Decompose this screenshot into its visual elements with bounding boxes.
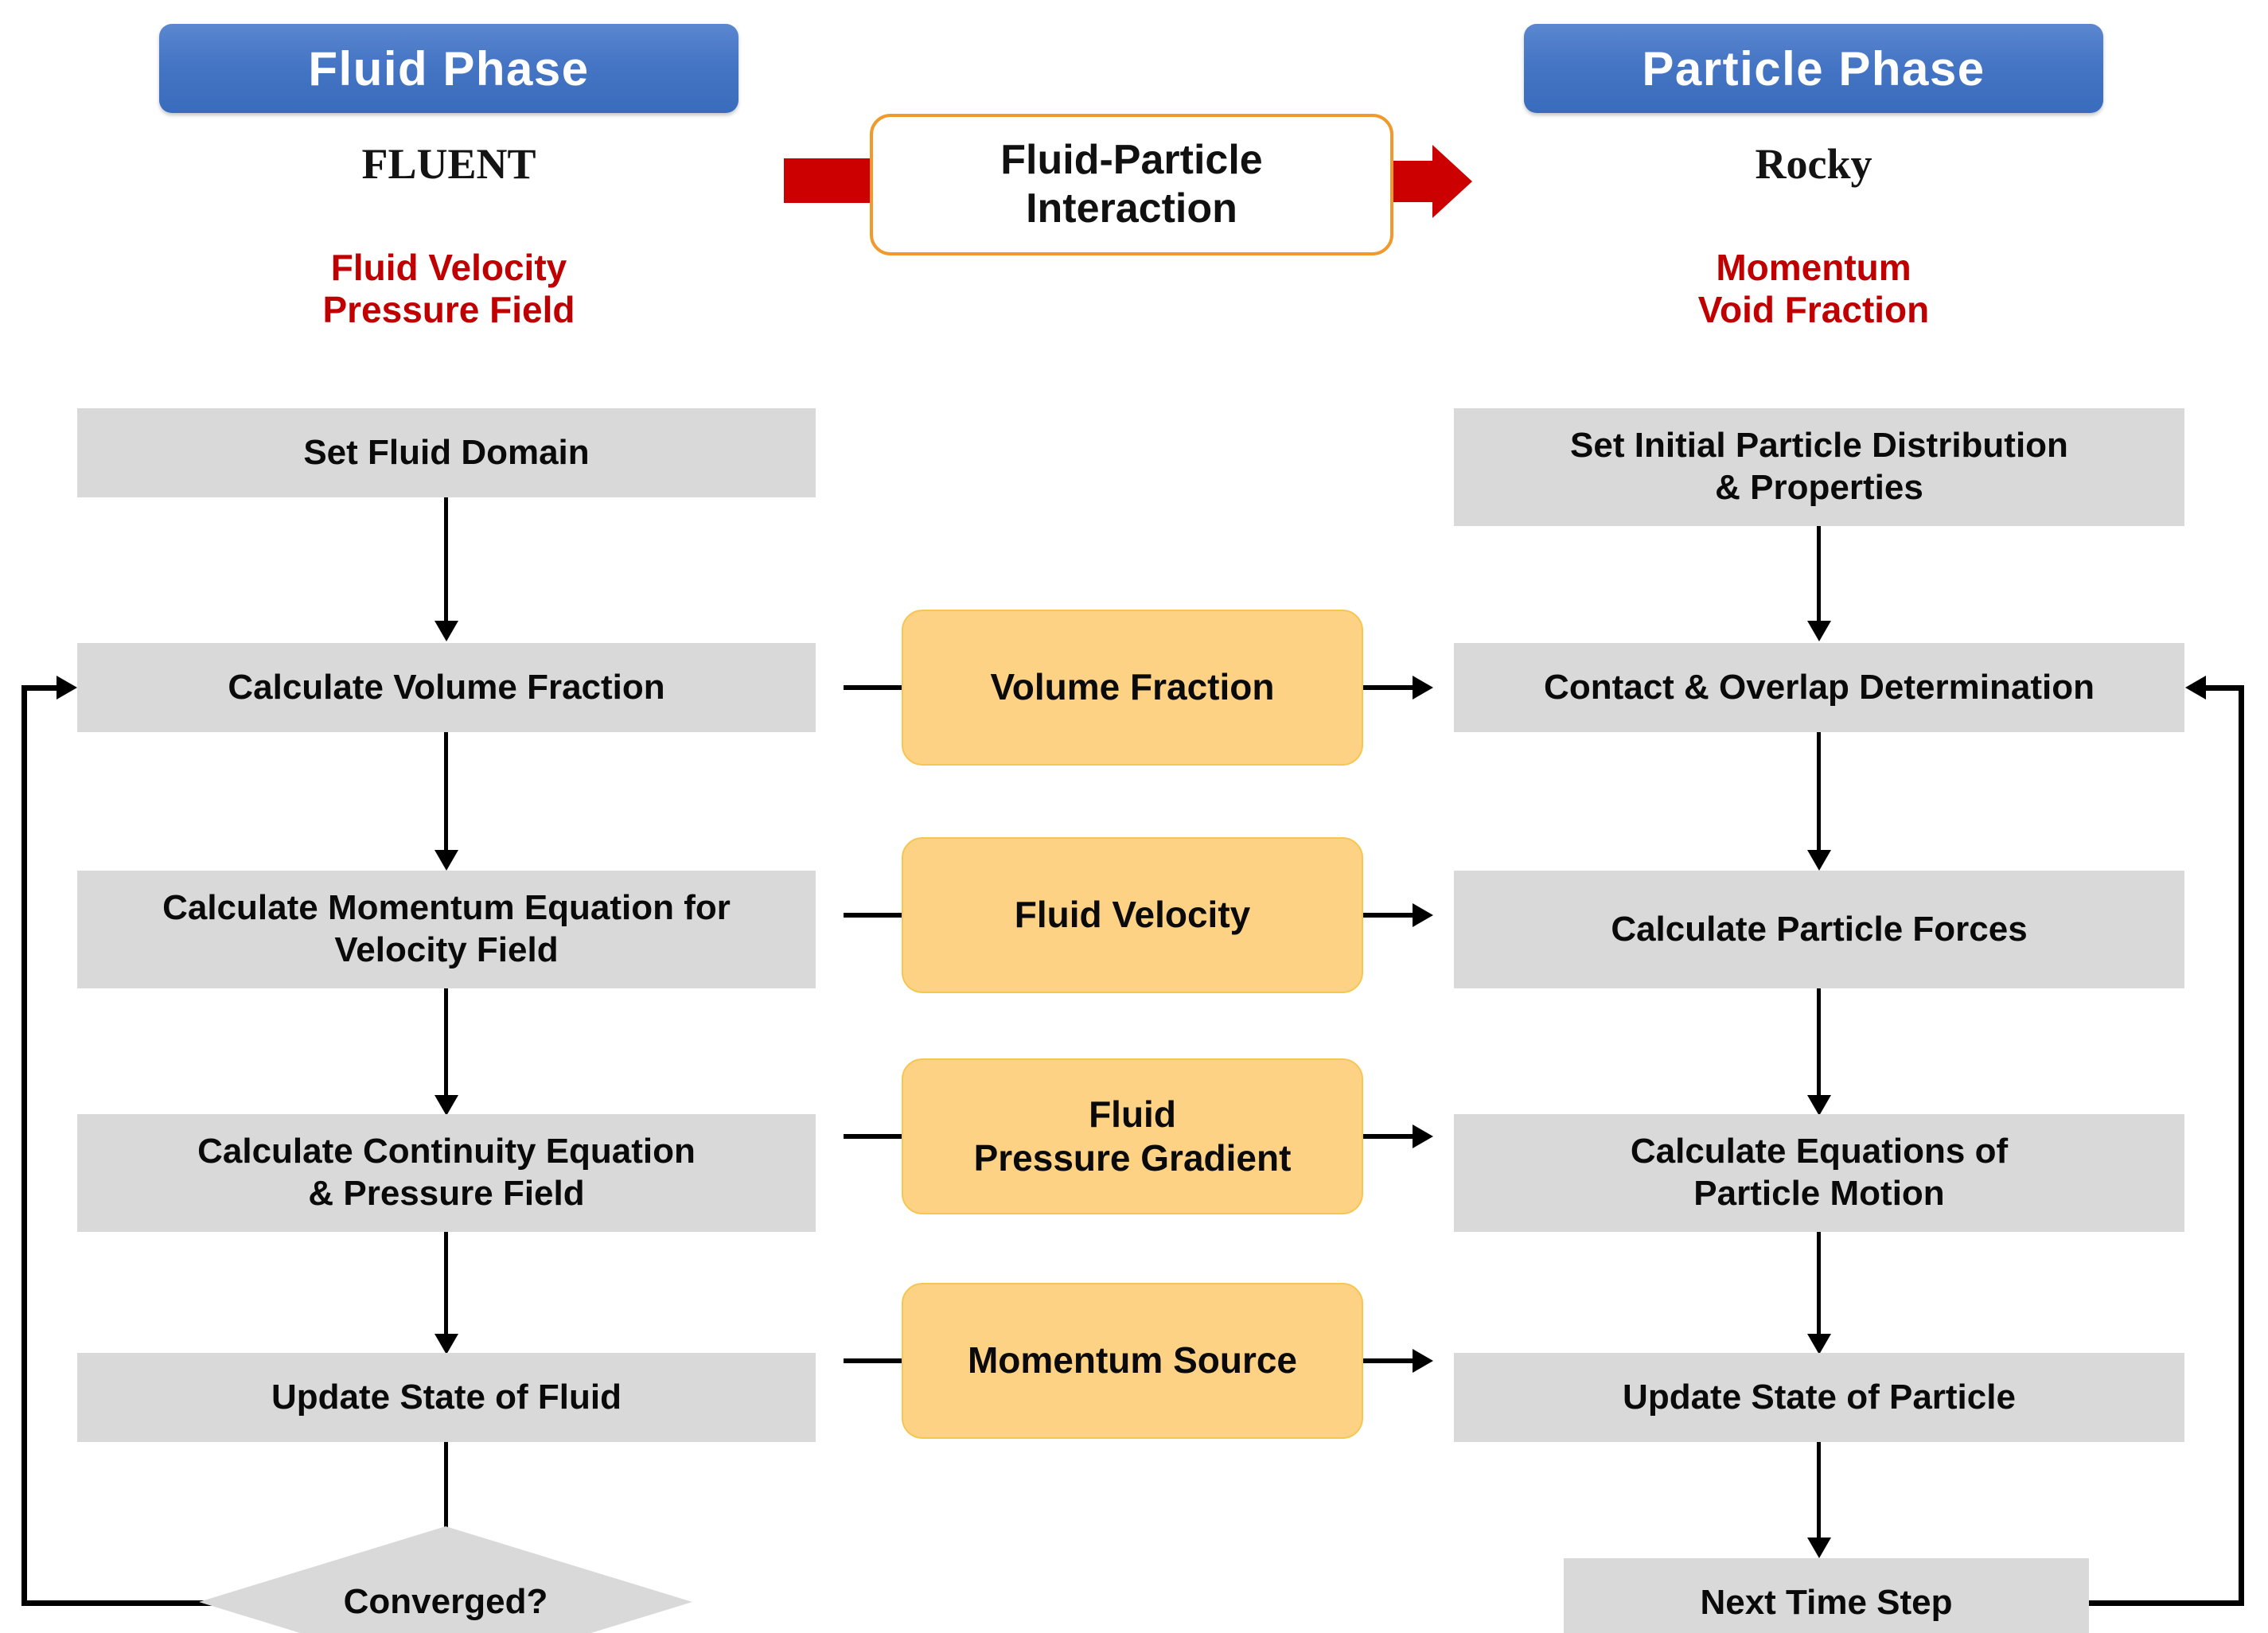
coupling-item-fluid-pressure-gradient: Fluid Pressure Gradient (902, 1058, 1363, 1214)
fluid-output-pressure: Pressure Field (322, 289, 575, 331)
decision-label: Converged? (343, 1582, 548, 1621)
fluid-feedback-vertical-segment (21, 686, 27, 1603)
coupling-inlet-line-momentum-source (844, 1358, 904, 1363)
fluid-step-calculate-momentum-equation: Calculate Momentum Equation for Velocity… (77, 871, 816, 988)
particle-step-calculate-particle-forces: Calculate Particle Forces (1454, 871, 2184, 988)
particle-connector-3 (1817, 988, 1821, 1098)
coupling-label: Volume Fraction (990, 666, 1275, 708)
particle-connector-4-arrowhead (1807, 1334, 1831, 1354)
coupling-outlet-arrowhead-fluid-pressure-gradient (1413, 1124, 1433, 1148)
particle-phase-header-pill: Particle Phase (1524, 24, 2103, 113)
step-label: Calculate Particle Forces (1611, 909, 2028, 949)
step-label: Set Fluid Domain (303, 432, 590, 472)
coupling-item-momentum-source: Momentum Source (902, 1283, 1363, 1439)
coupling-outlet-line-fluid-velocity (1363, 913, 1416, 918)
interaction-label-line1: Fluid-Particle (1000, 136, 1263, 183)
particle-feedback-bottom-segment (2089, 1600, 2244, 1606)
step-label: Contact & Overlap Determination (1544, 667, 2095, 707)
fluid-step-set-fluid-domain: Set Fluid Domain (77, 408, 816, 497)
particle-connector-2-arrowhead (1807, 850, 1831, 871)
particle-step-next-time-step: Next Time Step (1564, 1558, 2089, 1633)
particle-feedback-top-segment (2206, 685, 2244, 691)
coupling-outlet-arrowhead-momentum-source (1413, 1349, 1433, 1373)
coupling-item-fluid-velocity: Fluid Velocity (902, 837, 1363, 993)
particle-step-set-initial-particle-distribution: Set Initial Particle Distribution & Prop… (1454, 408, 2184, 526)
step-label-line1: Calculate Continuity Equation (197, 1132, 696, 1171)
fluid-connector-2 (444, 732, 448, 853)
interaction-label-line2: Interaction (1026, 185, 1237, 232)
coupling-inlet-line-fluid-pressure-gradient (844, 1134, 904, 1139)
particle-connector-5-arrowhead (1807, 1538, 1831, 1558)
step-label-line2: & Pressure Field (308, 1174, 585, 1213)
particle-connector-3-arrowhead (1807, 1095, 1831, 1116)
particle-phase-label: Particle Phase (1642, 41, 1985, 95)
coupling-outlet-arrowhead-fluid-velocity (1413, 903, 1433, 927)
coupling-outlet-line-momentum-source (1363, 1358, 1416, 1363)
particle-connector-1 (1817, 526, 1821, 625)
fluid-feedback-top-segment (21, 685, 60, 691)
fluid-particle-interaction-box: Fluid-Particle Interaction (870, 114, 1393, 255)
coupling-label-line2: Pressure Gradient (973, 1137, 1292, 1179)
fluid-feedback-bottom-segment (21, 1600, 251, 1606)
fluid-feedback-arrowhead (57, 676, 77, 700)
fluid-connector-1-arrowhead (435, 621, 458, 641)
coupling-label-line1: Fluid (1089, 1093, 1176, 1135)
particle-step-calculate-equations-of-particle-motion: Calculate Equations of Particle Motion (1454, 1114, 2184, 1232)
particle-output-void-fraction: Void Fraction (1697, 289, 1930, 331)
fluid-outputs-note: Fluid Velocity Pressure Field (159, 247, 738, 332)
fluid-phase-header-pill: Fluid Phase (159, 24, 738, 113)
fluid-connector-1 (444, 497, 448, 625)
coupling-label: Momentum Source (967, 1339, 1298, 1382)
step-label-line2: & Properties (1715, 468, 1923, 507)
step-label-line1: Set Initial Particle Distribution (1570, 426, 2068, 466)
fluid-step-calculate-volume-fraction: Calculate Volume Fraction (77, 643, 816, 732)
fluid-step-calculate-continuity-equation: Calculate Continuity Equation & Pressure… (77, 1114, 816, 1232)
coupling-item-volume-fraction: Volume Fraction (902, 610, 1363, 766)
step-label-line2: Velocity Field (334, 930, 559, 969)
fluid-decision-converged: Converged? (199, 1526, 692, 1633)
step-label-line1: Calculate Momentum Equation for (162, 888, 731, 928)
fluid-connector-4-arrowhead (435, 1334, 458, 1354)
particle-solver-name: Rocky (1755, 140, 1872, 188)
interaction-outbound-red-arrow (1383, 145, 1472, 218)
particle-feedback-vertical-segment (2239, 686, 2244, 1603)
fluid-connector-5 (444, 1442, 448, 1544)
particle-feedback-arrowhead (2185, 676, 2206, 700)
particle-step-update-state-of-particle: Update State of Particle (1454, 1353, 2184, 1442)
particle-connector-1-arrowhead (1807, 621, 1831, 641)
coupling-outlet-line-fluid-pressure-gradient (1363, 1134, 1416, 1139)
coupling-inlet-line-fluid-velocity (844, 913, 904, 918)
step-label: Next Time Step (1700, 1582, 1953, 1622)
particle-outputs-note: Momentum Void Fraction (1524, 247, 2103, 332)
coupling-outlet-arrowhead-volume-fraction (1413, 676, 1433, 700)
fluid-step-update-state-of-fluid: Update State of Fluid (77, 1353, 816, 1442)
fluid-connector-2-arrowhead (435, 850, 458, 871)
coupling-inlet-line-volume-fraction (844, 685, 904, 690)
step-label: Update State of Fluid (271, 1377, 622, 1417)
fluid-output-velocity: Fluid Velocity (330, 247, 567, 288)
particle-step-contact-overlap-determination: Contact & Overlap Determination (1454, 643, 2184, 732)
fluid-connector-3 (444, 988, 448, 1098)
particle-connector-5 (1817, 1442, 1821, 1541)
particle-connector-4 (1817, 1232, 1821, 1337)
fluid-connector-3-arrowhead (435, 1095, 458, 1116)
step-label-line1: Calculate Equations of (1630, 1132, 2009, 1171)
fluid-phase-label: Fluid Phase (308, 41, 590, 95)
step-label: Update State of Particle (1623, 1377, 2016, 1417)
particle-output-momentum: Momentum (1716, 247, 1911, 288)
particle-connector-2 (1817, 732, 1821, 853)
step-label: Calculate Volume Fraction (228, 667, 665, 707)
fluid-solver-name: FLUENT (361, 140, 536, 188)
coupling-label: Fluid Velocity (1014, 894, 1251, 936)
step-label-line2: Particle Motion (1693, 1174, 1945, 1213)
coupling-outlet-line-volume-fraction (1363, 685, 1416, 690)
fluid-connector-4 (444, 1232, 448, 1337)
